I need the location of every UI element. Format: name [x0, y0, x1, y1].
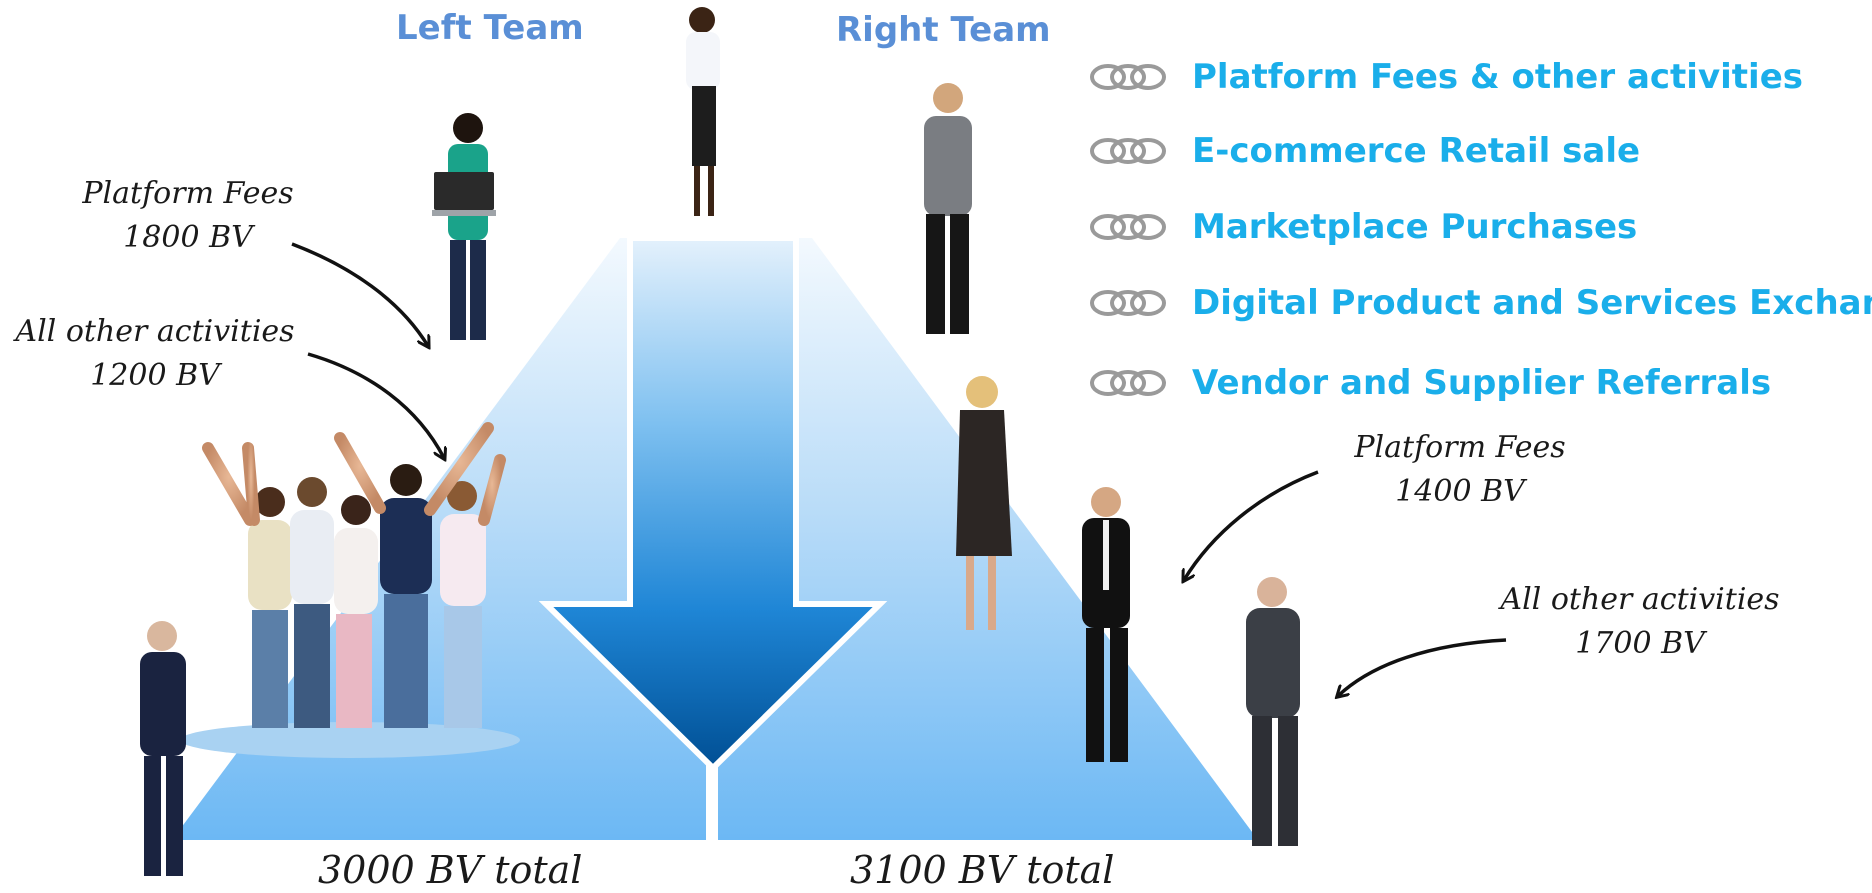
legend-item-ecommerce: E-commerce Retail sale — [1088, 126, 1640, 176]
note-left-platform-fees: Platform Fees 1800 BV — [58, 172, 318, 260]
note-value: 1400 BV — [1395, 474, 1525, 509]
note-left-other-activities: All other activities 1200 BV — [0, 310, 310, 398]
legend-item-platform-fees: Platform Fees & other activities — [1088, 52, 1803, 102]
legend-item-marketplace: Marketplace Purchases — [1088, 202, 1637, 252]
note-label: All other activities — [1500, 582, 1780, 617]
chain-link-icon — [1090, 138, 1166, 164]
chain-link-icon — [1090, 370, 1166, 396]
arrow-other-activities-left — [307, 352, 444, 458]
note-value: 1800 BV — [123, 220, 253, 255]
dress-woman-figure — [956, 376, 1012, 630]
arrow-platform-fees-right — [1184, 470, 1319, 580]
legend-item-vendor-referrals: Vendor and Supplier Referrals — [1088, 358, 1771, 408]
note-label: All other activities — [15, 314, 295, 349]
legend-item-digital-exchange: Digital Product and Services Exchange — [1088, 278, 1872, 328]
arrow-other-activities-right — [1338, 638, 1507, 696]
right-team-total: 3100 BV total — [850, 848, 1115, 892]
legend-label: Marketplace Purchases — [1192, 207, 1638, 247]
suit-man-left-figure — [140, 621, 186, 876]
left-team-total: 3000 BV total — [318, 848, 583, 892]
arrow-platform-fees-left — [291, 242, 428, 346]
note-right-other-activities: All other activities 1700 BV — [1480, 578, 1800, 666]
right-team-title: Right Team — [836, 10, 1051, 50]
legend-label: Platform Fees & other activities — [1192, 57, 1803, 97]
suit-man-right-figure — [1082, 487, 1130, 762]
note-label: Platform Fees — [1354, 430, 1566, 465]
laptop-person-figure — [432, 113, 496, 340]
note-label: Platform Fees — [82, 176, 294, 211]
left-team-title: Left Team — [396, 8, 584, 48]
sponsor-person-figure — [686, 7, 720, 216]
note-right-platform-fees: Platform Fees 1400 BV — [1330, 426, 1590, 514]
chain-link-icon — [1090, 64, 1166, 90]
elderly-man-figure — [1246, 577, 1300, 846]
legend-label: E-commerce Retail sale — [1192, 131, 1641, 171]
celebrating-group-figure — [180, 422, 520, 758]
legend-label: Vendor and Supplier Referrals — [1192, 363, 1772, 403]
note-value: 1700 BV — [1575, 626, 1705, 661]
casual-man-figure — [924, 83, 972, 334]
legend-label: Digital Product and Services Exchange — [1192, 283, 1872, 323]
chain-link-icon — [1090, 290, 1166, 316]
note-value: 1200 BV — [90, 358, 220, 393]
central-down-arrow — [538, 235, 888, 773]
chain-link-icon — [1090, 214, 1166, 240]
